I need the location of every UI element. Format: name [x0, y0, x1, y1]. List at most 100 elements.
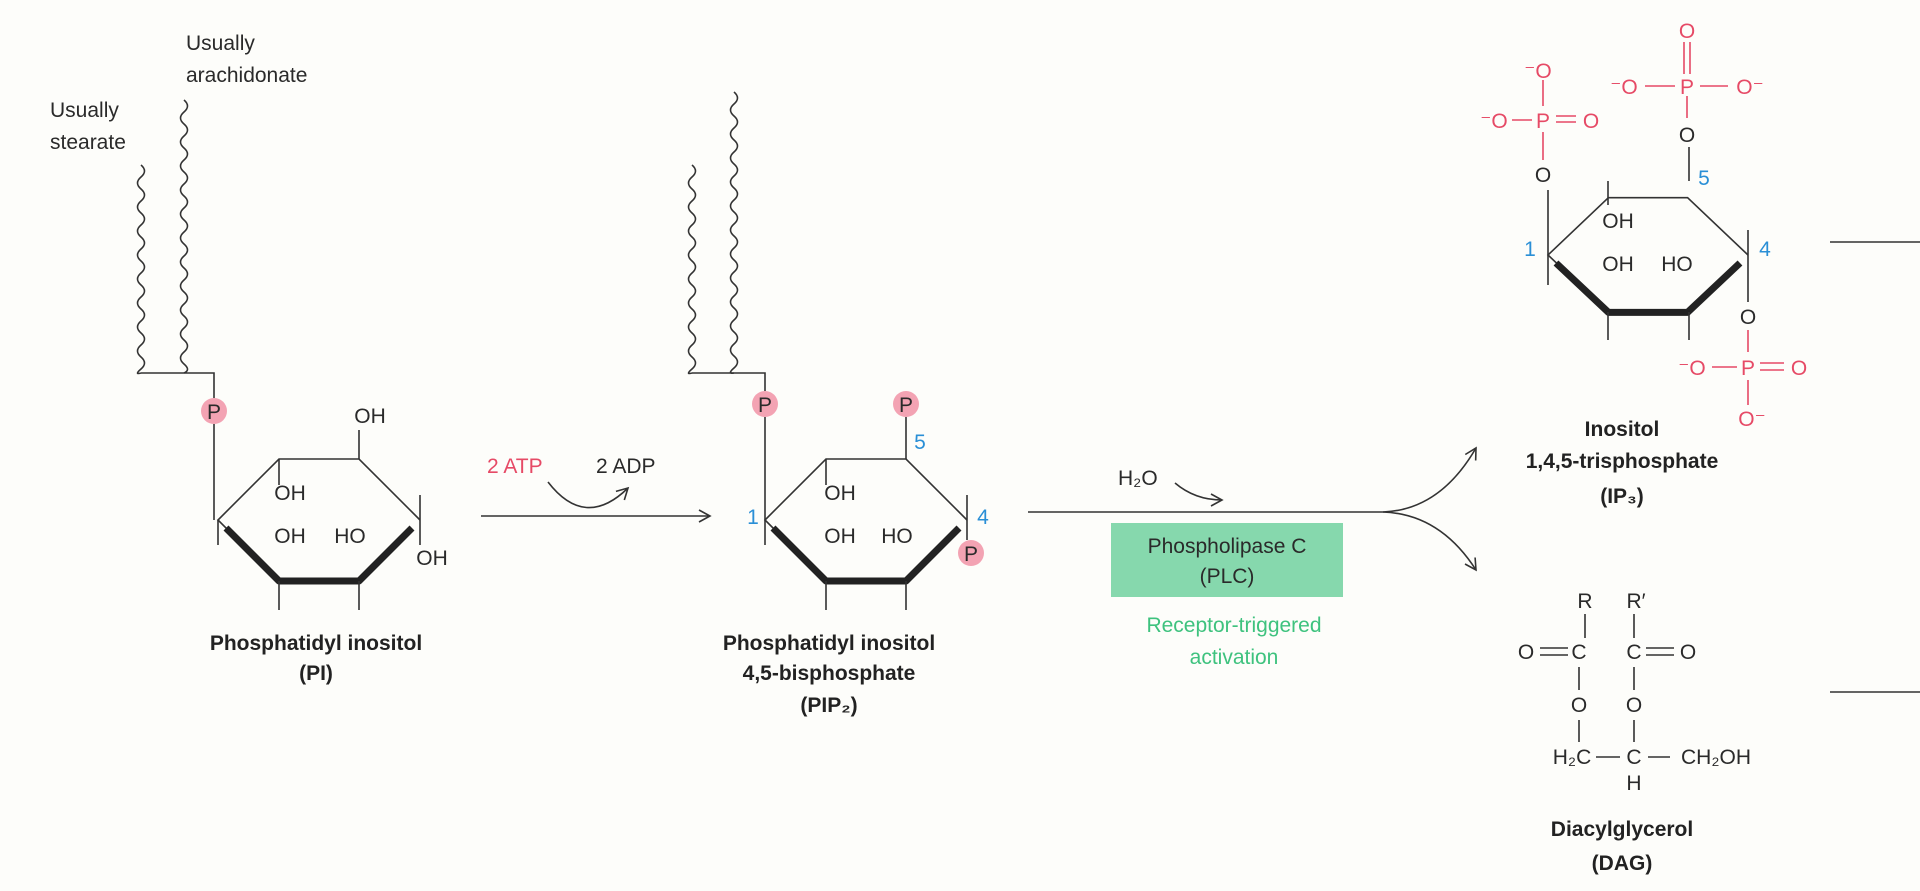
position-5: 5 — [914, 431, 926, 454]
phosphate-label: P — [207, 401, 221, 424]
arrow-to-dag — [1382, 511, 1477, 572]
phosphate-circle-1 — [752, 391, 778, 417]
phosphate-circle-5 — [893, 391, 919, 417]
phosphate-label-4: P — [964, 543, 978, 566]
stearate-label-2: stearate — [50, 131, 126, 154]
ring-front-edges — [770, 525, 962, 585]
c4-p: P — [1741, 357, 1755, 380]
h2c-group: H₂C — [1553, 746, 1591, 769]
oh-c6: OH — [274, 482, 306, 505]
position-5: 5 — [1698, 167, 1710, 190]
carbonyl-o-2: O — [1680, 641, 1696, 664]
position-1: 1 — [1524, 238, 1536, 261]
oh-c3: OH — [824, 525, 856, 548]
ring-back-edges — [1546, 196, 1749, 313]
dag-abbr: (DAG) — [1592, 852, 1653, 875]
pi-abbr: (PI) — [299, 662, 333, 685]
glycerol-linker — [141, 372, 215, 520]
oh-c2: OH — [354, 405, 386, 428]
ho-c4: HO — [334, 525, 366, 548]
ho-c4: HO — [1661, 253, 1693, 276]
pip2-name-1: Phosphatidyl inositol — [723, 632, 935, 655]
c5-double-o: O — [1679, 20, 1695, 43]
inositol-ring — [1546, 196, 1749, 316]
oh-c3: OH — [1602, 253, 1634, 276]
carbonyl-o-1: O — [1518, 641, 1534, 664]
oh-c6: OH — [1602, 210, 1634, 233]
ip3-abbr: (IP₃) — [1600, 485, 1644, 508]
pip2-name-2: 4,5-bisphosphate — [743, 662, 916, 685]
phosphatidyl-inositol: Usually arachidonate Usually stearate P … — [50, 32, 448, 685]
pip2-abbr: (PIP₂) — [800, 694, 857, 717]
phosphate-label-5: P — [899, 394, 913, 417]
enzyme-abbr: (PLC) — [1200, 565, 1255, 588]
c1-p: P — [1536, 110, 1550, 133]
ring-front-edges — [223, 525, 415, 585]
c5-phosphate-bonds — [1645, 42, 1728, 118]
c4-double-o: O — [1791, 357, 1807, 380]
c4-phosphate-bonds — [1712, 330, 1784, 405]
ip3-name-2: 1,4,5-trisphosphate — [1526, 450, 1719, 473]
c4-o-minus-bottom: O⁻ — [1738, 408, 1765, 431]
glycerol-linker — [692, 372, 766, 520]
phosphate-circle-4 — [958, 540, 984, 566]
ring-substituent-bonds — [217, 430, 421, 610]
ip3: ⁻O ⁻O P O O O ⁻O P O⁻ O O ⁻O P O O⁻ 1 5 … — [1480, 20, 1920, 508]
position-1: 1 — [747, 506, 759, 529]
arachidonate-chain — [179, 99, 189, 374]
c1-phosphate-bonds — [1512, 80, 1576, 160]
phosphate-circle — [201, 398, 227, 424]
c1-o-minus-top: ⁻O — [1524, 60, 1551, 83]
r-group: R — [1577, 590, 1592, 613]
plc-enzyme-box — [1111, 523, 1343, 597]
activation-label-2: activation — [1190, 646, 1279, 669]
arachidonate-label-1: Usually — [186, 32, 255, 55]
position-4: 4 — [1759, 238, 1771, 261]
c4-ester-o: O — [1740, 306, 1756, 329]
water-label: H₂O — [1118, 467, 1158, 490]
phosphate-label-1: P — [758, 394, 772, 417]
c5-o-minus-left: ⁻O — [1610, 76, 1637, 99]
carbonyl-c-2: C — [1626, 641, 1641, 664]
pip2: P P P 1 5 4 OH OH HO Phosphatidyl inosit… — [687, 91, 989, 717]
arrow-to-ip3 — [1382, 446, 1477, 513]
dag-name: Diacylglycerol — [1551, 818, 1693, 841]
ip3-name-1: Inositol — [1585, 418, 1660, 441]
c1-o-minus-left: ⁻O — [1480, 110, 1507, 133]
ester-o-2: O — [1626, 694, 1642, 717]
ch2oh-group: CH₂OH — [1681, 746, 1751, 769]
ring-front-edges — [1553, 260, 1743, 316]
atp-adp-curved-arrow — [547, 481, 630, 509]
oh-c3: OH — [274, 525, 306, 548]
ring-bonds — [1547, 147, 1749, 340]
glycerol-h: H — [1626, 772, 1641, 795]
position-4: 4 — [977, 506, 989, 529]
ring-back-edges — [763, 458, 968, 582]
ring-back-edges — [216, 458, 421, 582]
dag: R R′ O C C O O O H₂C C CH₂OH H Diacylgly… — [1518, 590, 1920, 875]
fatty-acid-chain-1 — [687, 164, 697, 375]
adp-label: 2 ADP — [596, 455, 656, 478]
c5-p: P — [1680, 76, 1694, 99]
plc-step: H₂O Phospholipase C (PLC) Receptor-trigg… — [1028, 446, 1477, 669]
stearate-label-1: Usually — [50, 99, 119, 122]
atp-label: 2 ATP — [487, 455, 543, 478]
pi-name: Phosphatidyl inositol — [210, 632, 422, 655]
r-prime-group: R′ — [1626, 590, 1645, 613]
oh-c5: OH — [416, 547, 448, 570]
carbonyl-c-1: C — [1571, 641, 1586, 664]
c1-ester-o: O — [1535, 164, 1551, 187]
c5-o-minus-right: O⁻ — [1736, 76, 1763, 99]
enzyme-name: Phospholipase C — [1148, 535, 1307, 558]
kinase-step: 2 ATP 2 ADP — [481, 455, 712, 523]
c1-double-o: O — [1583, 110, 1599, 133]
ring-substituent-bonds — [764, 417, 968, 610]
dag-bonds — [1540, 614, 1674, 758]
c4-o-minus-left: ⁻O — [1678, 357, 1705, 380]
inositol-ring — [763, 458, 968, 585]
stearate-chain — [136, 164, 146, 375]
c5-ester-o: O — [1679, 124, 1695, 147]
ho-c4: HO — [881, 525, 913, 548]
glycerol-c2: C — [1626, 746, 1641, 769]
